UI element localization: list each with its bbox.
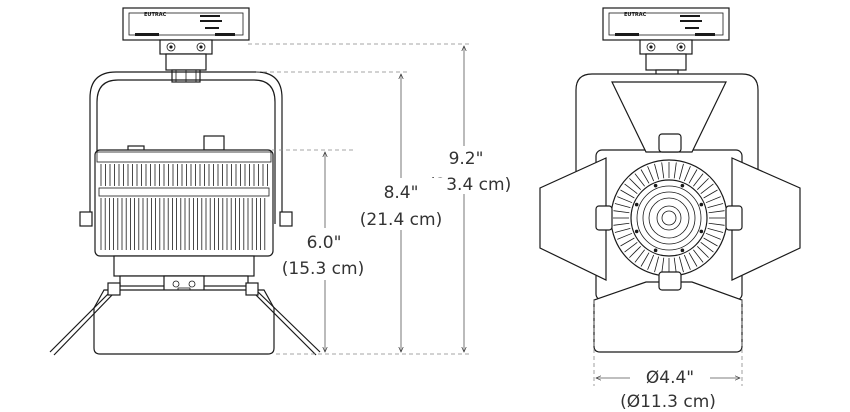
body-height-inch: 6.0": [307, 233, 342, 253]
lens-diameter-inch: Ø4.4": [646, 368, 694, 388]
hinge-clips: [595, 133, 743, 291]
fixture-body-side: [94, 135, 274, 297]
overall-height-inch: 9.2": [449, 149, 484, 169]
track-adapter-front: EUTRAC: [602, 7, 730, 87]
front-heatsink: [610, 159, 728, 277]
track-adapter-side: EUTRAC: [122, 7, 250, 83]
side-view: EUTRAC: [49, 7, 511, 356]
barn-door-right: [731, 157, 801, 281]
yoke-side: [79, 71, 293, 227]
front-view: EUTRAC: [539, 7, 801, 412]
barn-door-left: [539, 157, 607, 281]
brand-label-front: EUTRAC: [624, 12, 647, 18]
yoke-height-cm: (21.4 cm): [360, 210, 442, 230]
yoke-height-inch: 8.4": [384, 183, 419, 203]
body-height-cm: (15.3 cm): [282, 259, 364, 279]
barn-door-top: [611, 81, 727, 153]
lens-housing-side: [49, 282, 321, 356]
lens-diameter-cm: (Ø11.3 cm): [620, 392, 716, 412]
brand-label-side: EUTRAC: [144, 12, 167, 18]
barn-door-bottom: [593, 281, 743, 353]
overall-height-cm: (23.4 cm): [429, 175, 511, 195]
